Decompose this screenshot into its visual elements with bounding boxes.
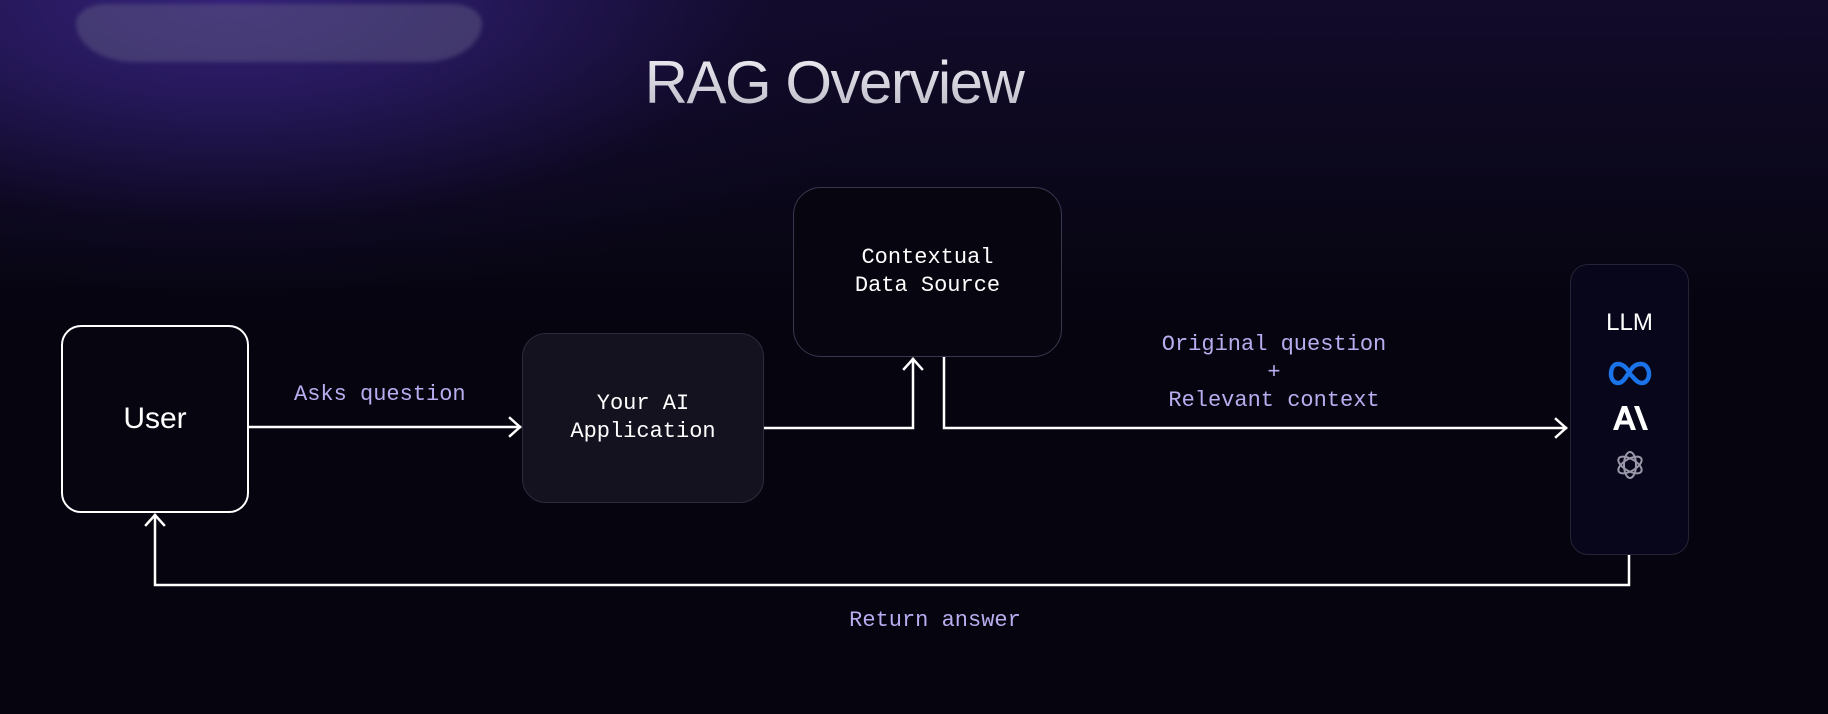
page-title: RAG Overview [0, 48, 1748, 117]
arrowhead-llm [1554, 417, 1568, 439]
data-label-line2: Data Source [854, 273, 1001, 298]
data-label-line1: Contextual [861, 245, 994, 270]
meta-infinity-icon [1608, 361, 1651, 386]
contextual-data-source-node: Contextual Data Source [793, 187, 1062, 357]
arrow-app-to-data [762, 357, 915, 430]
plus-sign: + [1267, 360, 1281, 385]
user-label: User [123, 402, 187, 435]
arrowhead-data [902, 357, 924, 371]
openai-knot-icon [1616, 451, 1643, 479]
return-answer-label: Return answer [849, 608, 1021, 633]
original-question-label: Original question + Relevant context [1114, 331, 1434, 415]
app-label-line1: Your AI [596, 391, 690, 416]
arrow-llm-to-user [153, 513, 1631, 587]
anthropic-ai-icon [1612, 406, 1648, 430]
ai-application-node: Your AI Application [522, 333, 764, 503]
asks-question-label: Asks question [294, 382, 466, 407]
user-node: User [61, 325, 249, 513]
arrowhead-user [144, 513, 166, 527]
llm-node: LLM [1570, 264, 1689, 555]
arrowhead-app [508, 416, 522, 438]
llm-label: LLM [1606, 309, 1653, 336]
arrow-data-to-llm [942, 355, 1568, 430]
redacted-logo [76, 4, 482, 62]
app-label-line2: Application [570, 419, 716, 444]
original-question-line: Original question [1161, 332, 1387, 357]
relevant-context-line: Relevant context [1168, 388, 1380, 413]
